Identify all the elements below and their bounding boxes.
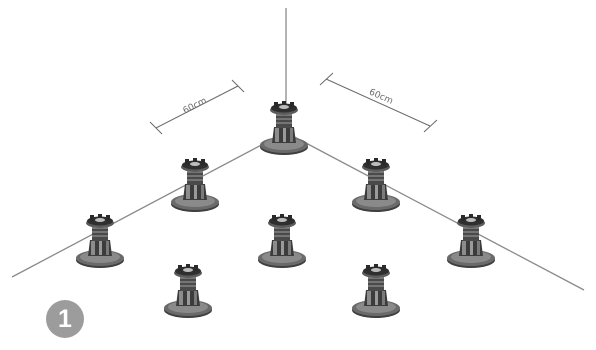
right-diagonal-line <box>286 132 585 291</box>
pedestal-right-upper <box>351 157 401 213</box>
pedestal-center <box>257 213 307 269</box>
reference-lines <box>11 8 585 291</box>
dimension-left <box>149 79 245 135</box>
pedestal-bottom-right <box>351 263 401 319</box>
dimension-right <box>319 72 438 133</box>
left-diagonal-line <box>11 132 285 278</box>
pedestal-top <box>259 100 309 156</box>
dimension-label-left: 60cm <box>182 96 209 116</box>
pedestal-bottom-left <box>163 263 213 319</box>
step-number-badge: 1 <box>46 300 84 338</box>
pedestal-left-upper <box>170 157 220 213</box>
